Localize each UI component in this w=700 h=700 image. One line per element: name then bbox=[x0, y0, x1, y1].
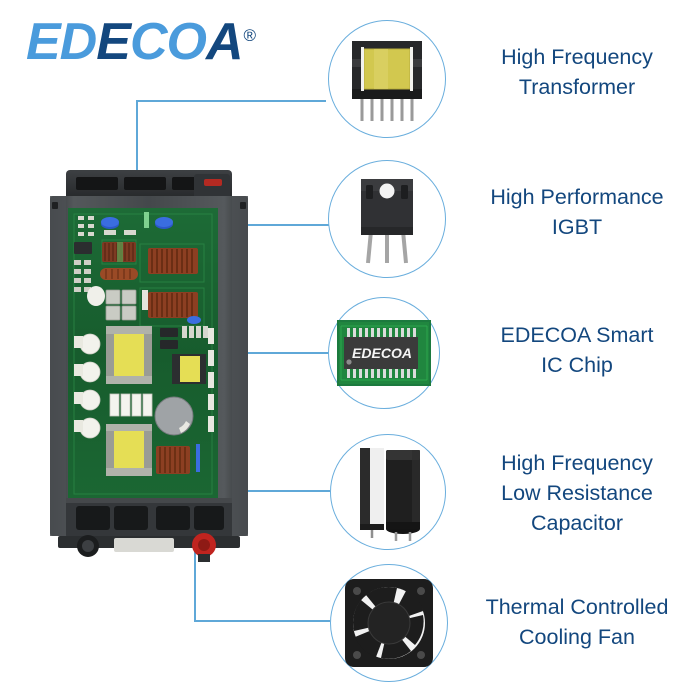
logo-part-1: ED bbox=[26, 13, 97, 71]
callout-label-transformer-line-2: Transformer bbox=[518, 75, 636, 99]
callout-label-igbt: High Performance IGBT bbox=[462, 182, 692, 242]
leader-line-fan-horizontal bbox=[194, 620, 330, 622]
callout-label-transformer: High Frequency Transformer bbox=[462, 42, 692, 102]
callout-label-fan: Thermal Controlled Cooling Fan bbox=[462, 592, 692, 652]
logo-part-3: CO bbox=[129, 13, 207, 71]
callout-label-icchip-line-2: IC Chip bbox=[541, 353, 613, 377]
callout-label-fan-line-2: Cooling Fan bbox=[519, 625, 635, 649]
callout-circle-icchip[interactable]: EDECOA bbox=[328, 297, 440, 409]
callout-circle-capacitor[interactable] bbox=[330, 434, 446, 550]
callout-label-icchip-line-1: EDECOA Smart bbox=[500, 323, 654, 347]
leader-line-icchip-horizontal bbox=[196, 352, 330, 354]
leader-line-transformer-horizontal bbox=[136, 100, 326, 102]
ic-chip-marking: EDECOA bbox=[352, 345, 412, 361]
leader-line-capacitor-horizontal bbox=[186, 490, 330, 492]
logo-part-2: E bbox=[96, 13, 131, 71]
logo-part-4: A bbox=[205, 13, 244, 71]
callout-label-igbt-line-2: IGBT bbox=[551, 215, 603, 239]
high-frequency-transformer-icon bbox=[329, 21, 445, 137]
callout-label-icchip: EDECOA Smart IC Chip bbox=[462, 320, 692, 380]
callout-label-capacitor-line-1: High Frequency bbox=[501, 451, 653, 475]
smart-ic-chip-icon: EDECOA bbox=[329, 298, 439, 408]
callout-label-capacitor-line-2: Low Resistance bbox=[501, 481, 653, 505]
callout-circle-transformer[interactable] bbox=[328, 20, 446, 138]
leader-line-fan-vertical bbox=[194, 540, 196, 620]
callout-label-capacitor: High Frequency Low Resistance Capacitor bbox=[462, 448, 692, 538]
callout-label-fan-line-1: Thermal Controlled bbox=[485, 595, 669, 619]
product-inverter-image bbox=[44, 168, 254, 568]
registered-trademark-icon: ® bbox=[243, 25, 256, 45]
callout-label-igbt-line-1: High Performance bbox=[490, 185, 664, 209]
callout-circle-igbt[interactable] bbox=[328, 160, 446, 278]
leader-line-igbt-horizontal bbox=[222, 224, 330, 226]
callout-label-transformer-line-1: High Frequency bbox=[501, 45, 653, 69]
callout-circle-fan[interactable] bbox=[330, 564, 448, 682]
callout-label-capacitor-line-3: Capacitor bbox=[530, 511, 623, 535]
igbt-transistor-icon bbox=[329, 161, 445, 277]
brand-logo: EDECOA® bbox=[26, 13, 256, 71]
cooling-fan-icon bbox=[331, 565, 447, 681]
electrolytic-capacitor-icon bbox=[331, 435, 445, 549]
